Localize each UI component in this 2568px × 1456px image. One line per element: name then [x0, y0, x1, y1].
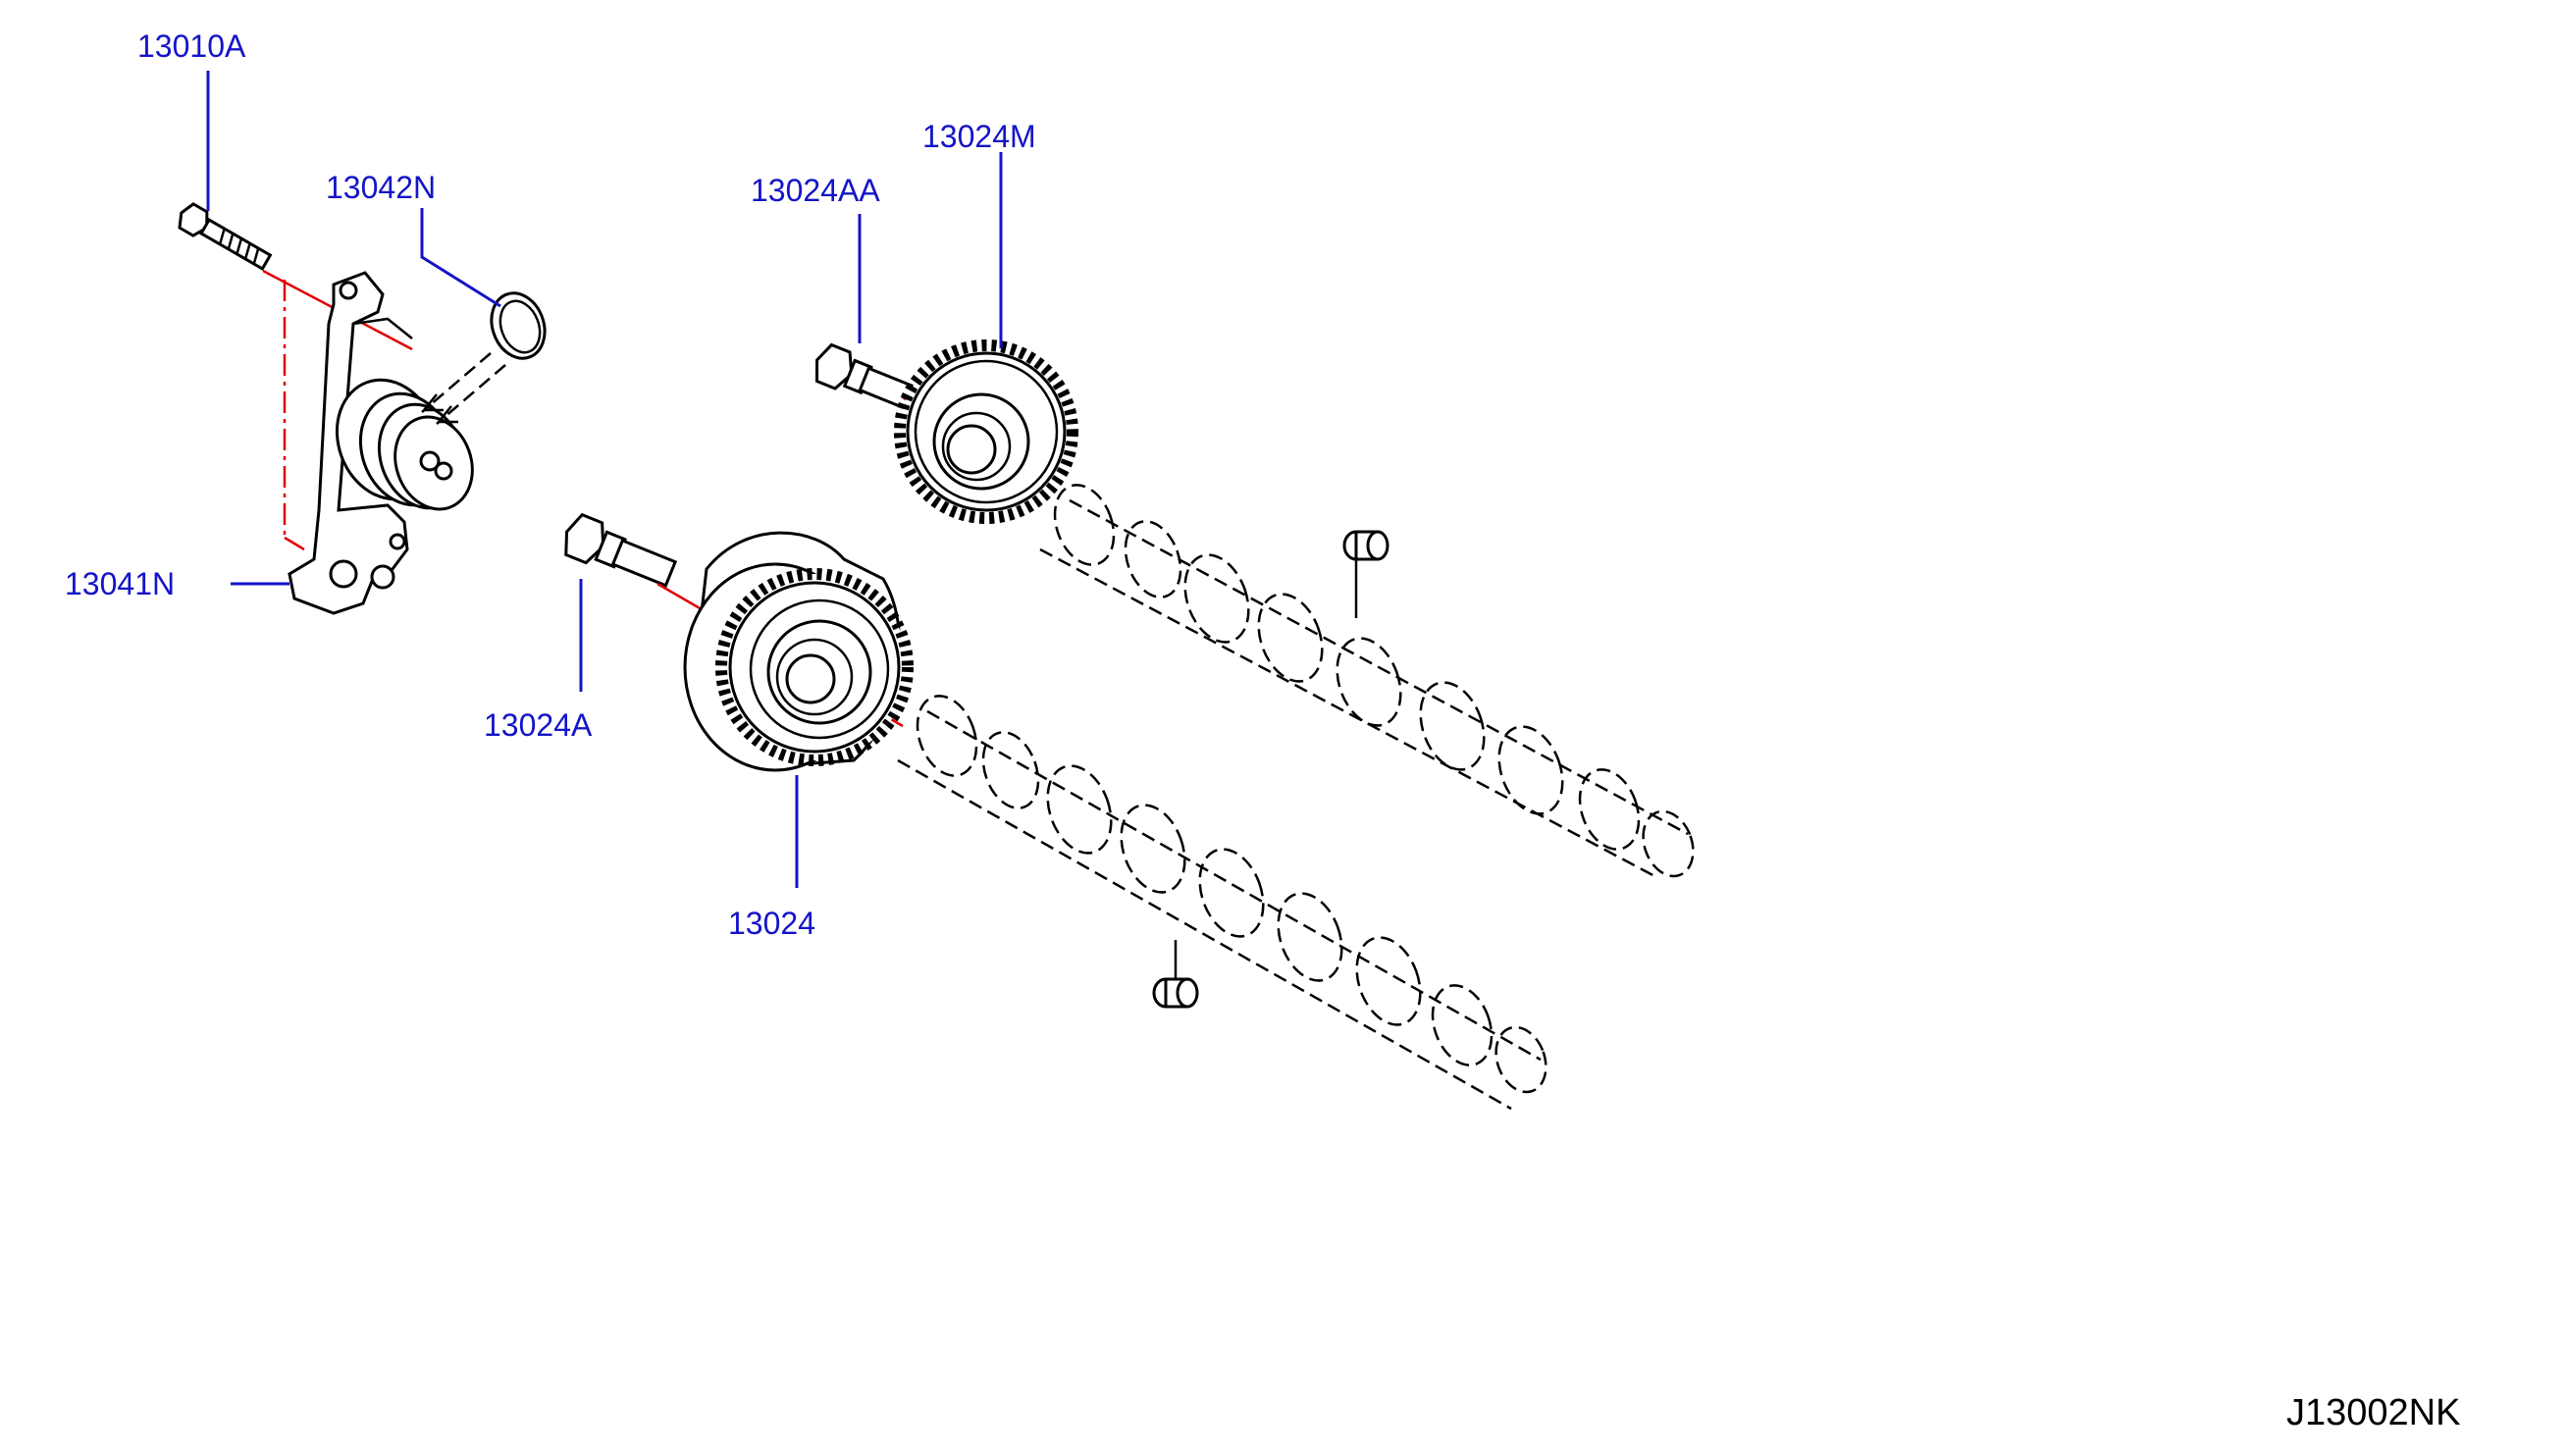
label-13024A: 13024A [484, 707, 593, 743]
label-13010A: 13010A [137, 28, 246, 64]
intake-dowel-pin [1152, 977, 1199, 1009]
diagram-reference-code: J13002NK [2286, 1392, 2460, 1433]
exhaust-camshaft [1039, 484, 1695, 880]
label-13042N: 13042N [326, 170, 436, 205]
tensioner-group [178, 202, 547, 615]
label-13024AA: 13024AA [751, 173, 880, 208]
label-13024M: 13024M [922, 119, 1036, 154]
o-ring [490, 291, 547, 360]
label-13024: 13024 [728, 906, 815, 941]
exhaust-dowel-pin [1342, 530, 1389, 561]
exhaust-gear-group [815, 339, 1078, 524]
exhaust-gear-bolt [815, 342, 922, 413]
tensioner-bolt [178, 202, 273, 271]
intake-sprocket-group [564, 512, 914, 772]
intake-sprocket-bolt [564, 512, 678, 588]
tensioner-pulley [335, 378, 474, 511]
leader-lines [206, 71, 1003, 888]
intake-camshaft [897, 695, 1547, 1111]
label-13041N: 13041N [65, 566, 175, 601]
